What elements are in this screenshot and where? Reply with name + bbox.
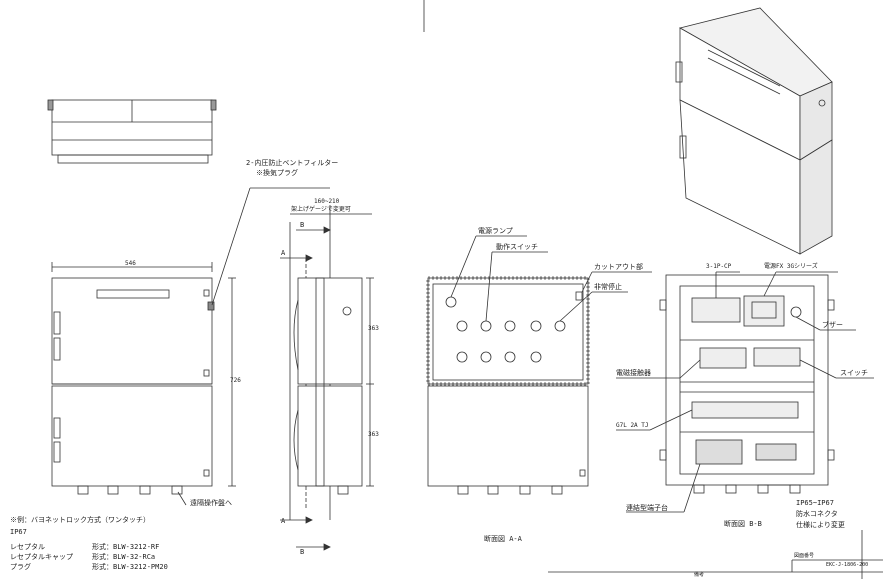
bb-buzzer-label: ブザー [822,321,843,329]
isometric-view [675,7,833,255]
bb-connector-note: 仕様により変更 [796,521,845,529]
dim-width: 546 [125,260,136,267]
example-note: ※例：バヨネットロック方式（ワンタッチ） [10,516,150,524]
ip-note: IP67 [10,528,27,536]
dim-height: 726 [230,377,241,384]
part-model-1: 形式：BLW-3212-RF [92,543,160,551]
dim-upper: 363 [368,325,379,332]
dim-depth-range: 160~210 [314,198,340,205]
aa-lamp-label: 電源ランプ [478,227,513,235]
side-view [280,205,374,551]
drawing-no-label: 図面番号 [794,553,815,559]
vent-filter-label: 2-内圧防止ベントフィルター [246,159,339,167]
bb-terminal-tag: G7L 2A TJ [616,422,649,429]
aa-estop-label: 非常停止 [594,283,622,291]
bb-switch-label: スイッチ [840,369,868,377]
aa-caption: 断面図 A-A [484,535,522,543]
marker-a-bottom: A [281,517,286,525]
aa-switch-label: 動作スイッチ [496,243,538,251]
bb-terminal-block-label: 連結型端子台 [626,504,668,512]
remote-panel-label: 遠隔操作盤へ [190,499,232,507]
part-model-2: 形式：BLW-32-RCa [92,553,156,561]
section-aa [426,235,652,495]
marker-a-top: A [281,249,286,257]
aa-cutout-label: カットアウト部 [594,263,643,271]
part-model-3: 形式：BLW-3212-PM20 [92,563,168,571]
dim-depth-note: 架上げゲージで変更可 [291,206,351,213]
bb-psu-label: 電源FX 3Gシリーズ [764,263,818,270]
section-bb [616,271,874,513]
marker-b-top: B [300,221,305,229]
bb-ip-rating: IP65~IP67 [796,499,834,507]
bb-connector-label: 防水コネクタ [796,510,838,518]
part-name-2: レセプタルキャップ [10,553,73,561]
front-view [51,187,330,506]
bb-caption: 断面図 B-B [724,520,762,528]
marker-b-bottom: B [300,548,305,556]
dim-lower: 363 [368,431,379,438]
top-view [47,99,217,164]
vent-plug-label: ※換気プラグ [256,169,298,177]
part-name-1: レセプタル [10,543,45,551]
title-note-label: 備考 [694,572,705,578]
part-name-3: プラグ [10,563,31,571]
bb-breaker-label: 3-1P-CP [706,263,732,270]
drawing-number: EKC-J-1806-200 [826,562,869,568]
frame [423,0,883,579]
bb-contactor-label: 電磁接触器 [616,369,651,377]
